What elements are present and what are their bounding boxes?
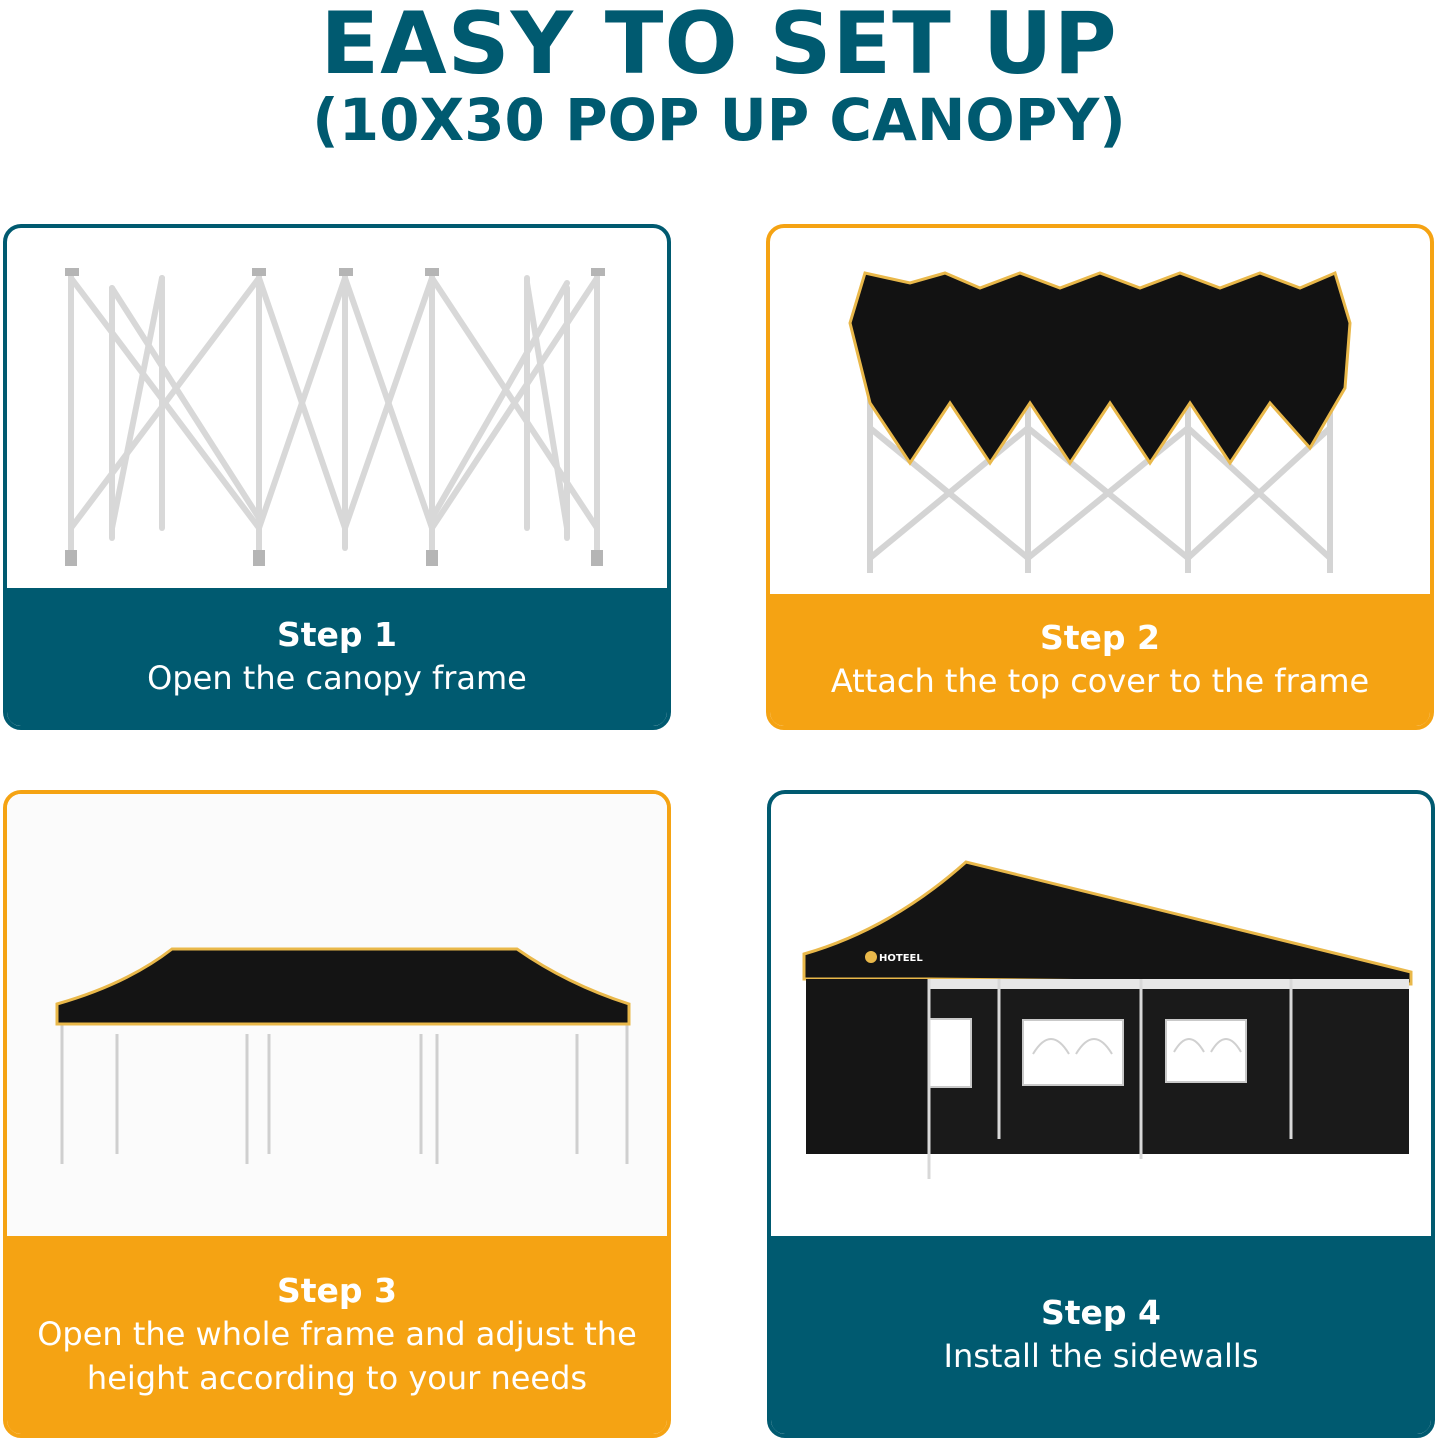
step-1-title: Step 1 (277, 615, 397, 654)
step-4-card: HOTEEL Step 4 Install the sidewalls (767, 790, 1435, 1438)
page-title: EASY TO SET UP (320, 0, 1118, 94)
canopy-with-sidewalls-illustration: HOTEEL (802, 860, 1413, 1179)
step-2-caption: Step 2 Attach the top cover to the frame (770, 594, 1430, 726)
step-1-card: Step 1 Open the canopy frame (3, 224, 671, 730)
step-3-caption: Step 3 Open the whole frame and adjust t… (7, 1236, 667, 1434)
step-1-image (7, 228, 667, 598)
step-4-title: Step 4 (1041, 1293, 1161, 1332)
step-3-image (7, 794, 667, 1244)
brand-logo-text: HOTEEL (879, 953, 923, 964)
step-2-title: Step 2 (1040, 618, 1160, 657)
step-2-card: Step 2 Attach the top cover to the frame (766, 224, 1434, 730)
step-2-image (770, 228, 1430, 598)
step-4-image: HOTEEL (771, 794, 1431, 1244)
step-1-description: Open the canopy frame (147, 659, 527, 697)
page-subtitle: (10X30 POP UP CANOPY) (312, 86, 1126, 154)
folded-frame-illustration (65, 268, 605, 566)
step-4-caption: Step 4 Install the sidewalls (771, 1236, 1431, 1434)
step-2-description: Attach the top cover to the frame (830, 662, 1370, 700)
step-1-caption: Step 1 Open the canopy frame (7, 588, 667, 726)
frame-with-cover-illustration (848, 270, 1352, 573)
step-3-description: Open the whole frame and adjust the heig… (37, 1315, 637, 1397)
step-3-title: Step 3 (277, 1271, 397, 1310)
open-canopy-illustration (55, 947, 631, 1164)
brand-logo-icon (865, 951, 877, 963)
step-3-card: Step 3 Open the whole frame and adjust t… (3, 790, 671, 1438)
step-4-description: Install the sidewalls (943, 1337, 1259, 1375)
